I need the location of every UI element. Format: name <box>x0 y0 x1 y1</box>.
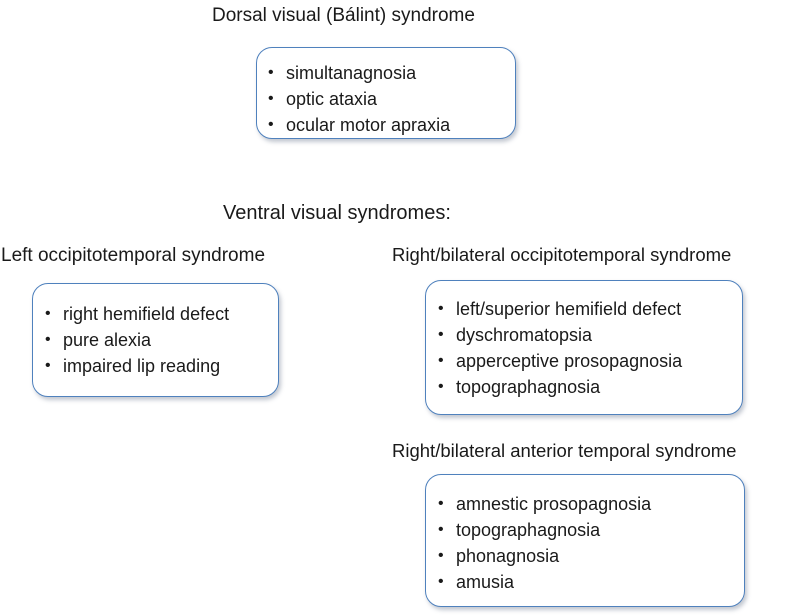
list-item: • topographagnosia <box>438 517 651 543</box>
symptom-label: amusia <box>456 572 515 592</box>
bullet-icon: • <box>438 521 444 538</box>
bullet-icon: • <box>438 547 444 564</box>
list-item: • pure alexia <box>45 327 229 353</box>
bullet-icon: • <box>268 90 274 107</box>
list-item: • amusia <box>438 569 651 595</box>
bullet-icon: • <box>268 64 274 81</box>
symptom-label: dyschromatopsia <box>456 325 593 345</box>
bullet-icon: • <box>45 305 51 322</box>
symptom-label: simultanagnosia <box>286 63 417 83</box>
bullet-icon: • <box>438 378 444 395</box>
symptom-label: impaired lip reading <box>63 356 221 376</box>
list-item: • optic ataxia <box>268 86 450 112</box>
symptom-label: right hemifield defect <box>63 304 230 324</box>
ventral-syndromes-title: Ventral visual syndromes: <box>223 202 451 224</box>
bullet-icon: • <box>268 116 274 133</box>
dorsal-syndrome-box: • simultanagnosia • optic ataxia • ocular m… <box>256 47 516 139</box>
symptom-label: phonagnosia <box>456 546 560 566</box>
left-occipitotemporal-title: Left occipitotemporal syndrome <box>1 245 266 266</box>
right-occipitotemporal-title: Right/bilateral occipitotemporal syndrom… <box>392 244 732 265</box>
bullet-icon: • <box>438 495 444 512</box>
list-item: • simultanagnosia <box>268 60 450 86</box>
bullet-icon: • <box>438 326 444 343</box>
symptom-label: left/superior hemifield defect <box>456 299 682 319</box>
bullet-icon: • <box>438 352 444 369</box>
right-occipitotemporal-box: • left/superior hemifield defect • dyschro… <box>425 280 743 415</box>
right-anterior-temporal-title: Right/bilateral anterior temporal syndro… <box>392 440 737 461</box>
list-item: • right hemifield defect <box>45 301 229 327</box>
symptom-label: apperceptive prosopagnosia <box>456 351 683 371</box>
symptom-label: pure alexia <box>63 330 152 350</box>
dorsal-syndrome-title: Dorsal visual (Bálint) syndrome <box>212 5 475 26</box>
list-item: • left/superior hemifield defect <box>438 296 682 322</box>
symptom-label: amnestic prosopagnosia <box>456 494 652 514</box>
list-item: • amnestic prosopagnosia <box>438 491 651 517</box>
list-item: • dyschromatopsia <box>438 322 682 348</box>
list-item: • impaired lip reading <box>45 353 229 379</box>
bullet-icon: • <box>45 357 51 374</box>
bullet-icon: • <box>438 300 444 317</box>
list-item: • ocular motor apraxia <box>268 112 450 138</box>
list-item: • phonagnosia <box>438 543 651 569</box>
symptom-label: topographagnosia <box>456 377 601 397</box>
list-item: • topographagnosia <box>438 374 682 400</box>
list-item: • apperceptive prosopagnosia <box>438 348 682 374</box>
bullet-icon: • <box>438 573 444 590</box>
right-anterior-temporal-box: • amnestic prosopagnosia • topographagnosi… <box>425 474 745 607</box>
symptom-label: topographagnosia <box>456 520 601 540</box>
symptom-label: ocular motor apraxia <box>286 115 451 135</box>
symptom-label: optic ataxia <box>286 89 378 109</box>
left-occipitotemporal-box: • right hemifield defect • pure alexia • im… <box>32 283 279 397</box>
bullet-icon: • <box>45 331 51 348</box>
